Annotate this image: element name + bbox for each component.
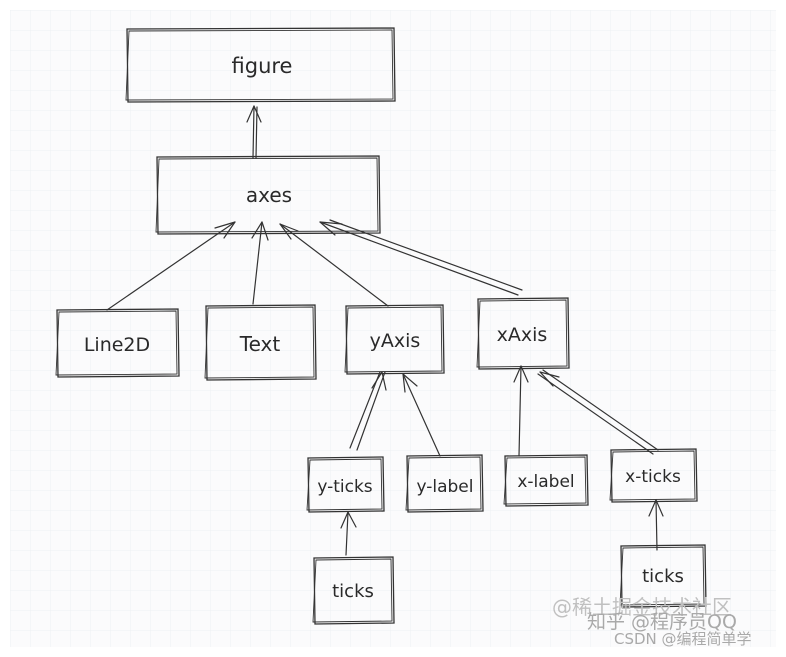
- background-grid: [10, 10, 776, 647]
- node-text: [204, 304, 317, 381]
- axes-label: axes: [246, 183, 292, 207]
- watermark-juejin: @稀土掘金技术社区: [552, 595, 732, 619]
- xaxis-label: xAxis: [497, 324, 548, 346]
- node-y-label: [405, 454, 484, 513]
- edge-axes-figure: [246, 105, 262, 159]
- y-ticks-label: y-ticks: [317, 477, 372, 497]
- node-x-label: [503, 454, 589, 507]
- line2d-label: Line2D: [84, 334, 150, 356]
- edge-y-ticks-yaxis: [349, 371, 387, 451]
- yaxis-label: yAxis: [370, 330, 421, 352]
- node-ticks-left: [312, 556, 395, 625]
- ticks-left-label: ticks: [332, 581, 374, 602]
- edge-text-axes: [251, 221, 269, 305]
- node-y-ticks: [306, 456, 385, 513]
- watermark-csdn: CSDN @编程简单学: [614, 630, 752, 647]
- x-ticks-label: x-ticks: [625, 467, 681, 487]
- edge-ticks-x-ticks: [648, 499, 664, 551]
- node-axes: [155, 155, 381, 235]
- diagram-canvas: figure axes Line2D Text yAxis xAxis y-ti…: [10, 10, 776, 647]
- x-label-label: x-label: [517, 472, 574, 492]
- node-ticks-right: [619, 544, 707, 608]
- edge-y-label-yaxis: [402, 373, 441, 457]
- figure-label: figure: [232, 54, 293, 78]
- node-x-ticks: [609, 448, 698, 503]
- edge-line2d-axes: [106, 221, 236, 311]
- node-figure: [125, 27, 396, 103]
- text-label: Text: [239, 332, 281, 356]
- node-line2d: [55, 308, 180, 378]
- y-label-label: y-label: [416, 477, 473, 497]
- edge-ticks-y-ticks: [340, 511, 357, 556]
- node-yaxis: [344, 304, 445, 375]
- node-xaxis: [476, 297, 570, 370]
- watermark-zhihu: 知乎 @程序员QQ: [587, 611, 737, 633]
- edge-x-ticks-xaxis: [537, 369, 659, 455]
- ticks-right-label: ticks: [642, 566, 684, 587]
